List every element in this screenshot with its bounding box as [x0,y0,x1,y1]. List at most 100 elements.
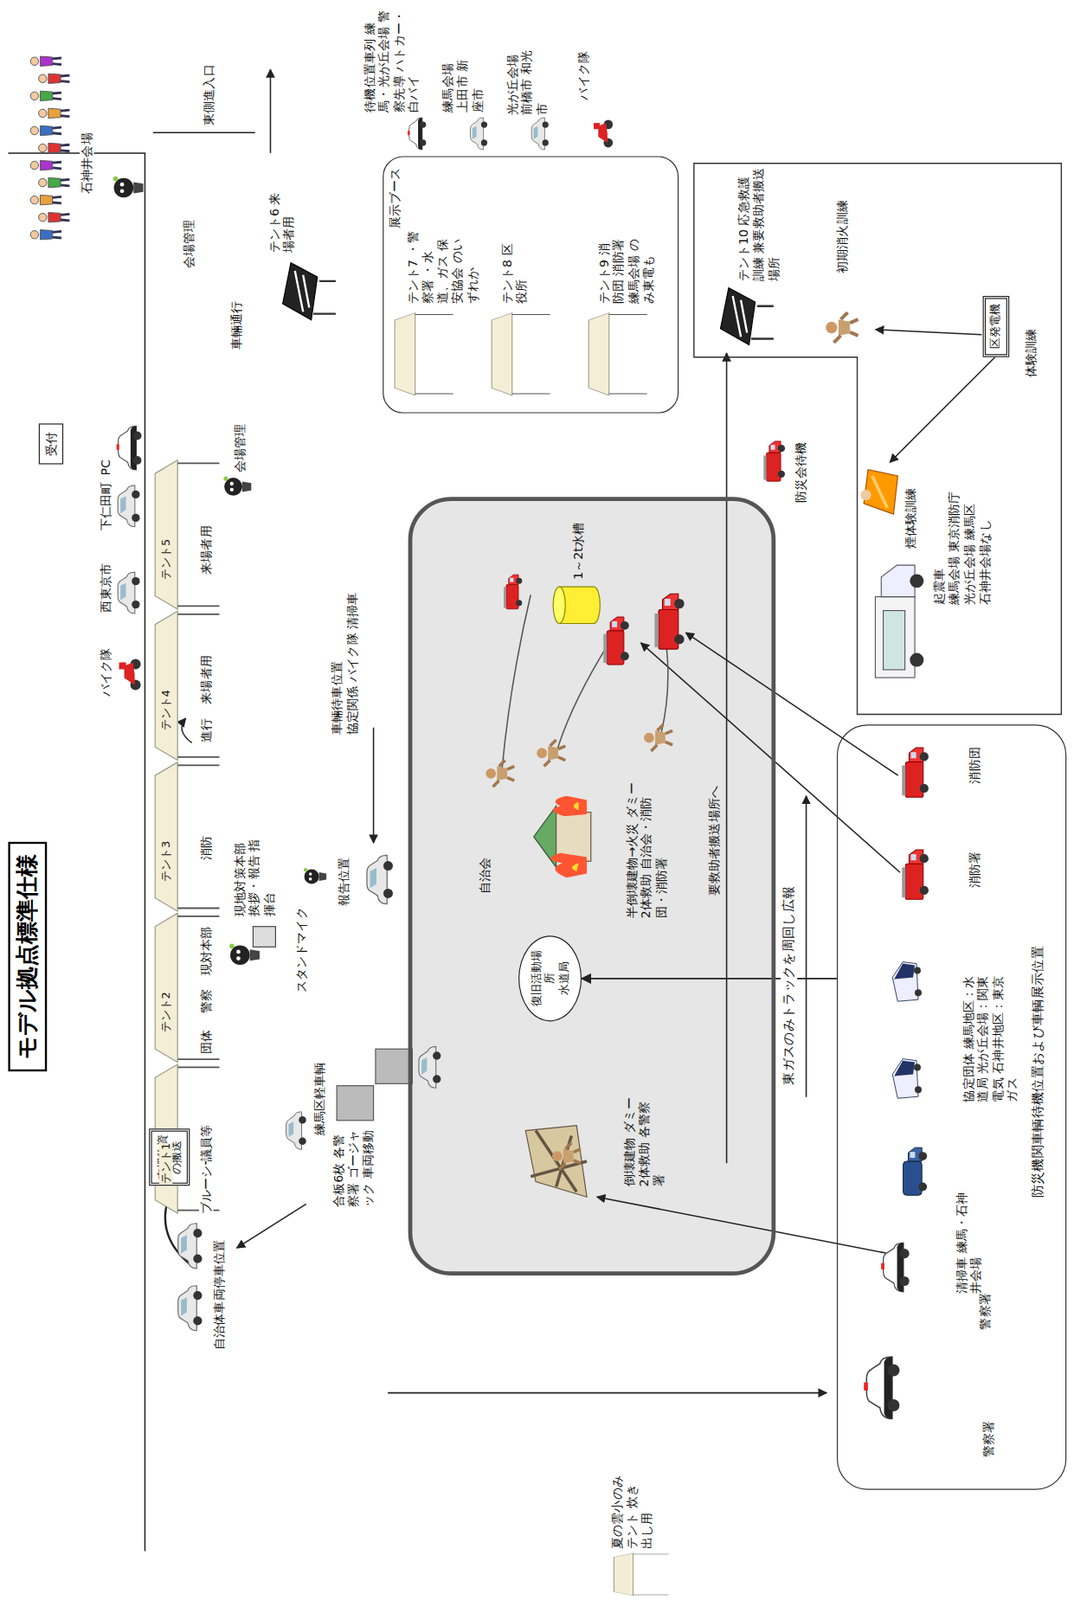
annotation: 下仁田町 [98,482,114,532]
annotation: 練馬区軽車輌 [312,1062,328,1137]
annotation: テント6 来場者用 [267,192,297,254]
annotation: 警察署 [977,1292,993,1330]
illustration-part [154,762,219,912]
annotation: 初期消火訓練 [835,199,850,274]
illustration-part [875,329,983,335]
annotation: テント9 消防団 消防署 練馬会場 のみ東電も [597,234,656,304]
illustration-part [154,460,219,610]
illustration-part [237,1203,307,1248]
illustration-part [874,565,924,678]
illustration-part [407,117,426,150]
illustration-part [113,117,929,1596]
annotation: テント2 [159,991,174,1033]
illustration-part [892,1059,922,1100]
annotation: 自治体車両停車位置 [212,1240,227,1351]
illustration-part [503,574,522,610]
illustration-part [303,868,327,884]
ellipse-node: 復旧活動場所水道局 [518,935,582,1022]
illustration-part [469,117,488,150]
illustration-part [30,194,62,205]
illustration-part [336,1086,374,1121]
annotation: 消防署 [967,850,983,888]
node-text: 自治会 [477,857,493,894]
node-text: 防災機関車輌待機位置および車輌展示位置 [1029,945,1046,1198]
illustration-part [30,160,62,170]
annotation: テント3 [159,841,174,882]
illustration-part [536,739,566,767]
illustration-part [892,962,922,1003]
illustration-part [286,1112,307,1150]
node-subtext: 水道局 [556,961,571,996]
illustration-part [491,313,551,396]
illustration-part [641,643,901,873]
node-text: 体験訓練 [1023,328,1039,379]
illustration-part [825,312,858,343]
annotation: 防災会待機 [793,442,809,504]
illustration-part [154,913,219,1062]
annotation: 協定団体 練馬地区：水道局 光が丘会場：関東電気 石神井地区：東京ガス [961,969,1021,1102]
illustration-part [7,153,145,1552]
illustration-part [763,441,785,482]
illustration-part [531,117,549,150]
illustration-part [394,313,454,396]
illustration-part [375,1048,412,1084]
illustration-part [223,475,251,496]
illustration-part [38,73,71,84]
annotation: 来場者用 [199,655,214,705]
illustration-part [30,56,70,240]
illustration-part [881,1242,909,1292]
connector-arrow [581,977,837,980]
label-box: 区発電機 [983,295,1010,358]
illustration-part [373,727,375,843]
illustration-part [720,288,774,346]
annotation: テント8 区役所 [500,243,530,305]
illustration-part [805,796,808,1098]
annotation: 現地対策本部 挨拶・報告 指揮台 [232,836,277,917]
panel-outline-shape [694,163,1062,715]
annotation: 光が丘会場 前橋市 和光市 [505,50,550,116]
annotation: PC [98,459,114,476]
annotation: 合板6枚 各警察署 ゴージャック 車両移動 [331,1127,376,1208]
illustration-part [282,263,336,321]
node-text: 区発電機 [989,303,1004,349]
illustration-part [901,747,929,798]
annotation: 石神井会場なし [977,519,993,605]
illustration-part [643,724,673,752]
illustration-part [30,90,62,101]
annotation: テント7 ・警察署 ・水道、ガス 保安協会 のいずれか [405,228,480,304]
illustration-part [117,572,140,614]
annotation: 警察署 [981,1420,997,1457]
illustration-part [408,496,777,1276]
annotation: 消防団 [967,746,983,784]
illustration-part [153,132,256,135]
illustration-part [113,176,144,199]
annotation: 半倒壊建物→火災 ダミー2体救助 自治会・消防団・消防署 [624,780,669,919]
illustration-part [863,1356,900,1420]
annotation: 練馬会場 東京消防庁 [946,490,962,605]
illustration-part [525,1125,587,1198]
illustration-part [30,125,62,136]
annotation: バイク隊 [98,648,114,698]
annotation: 進行 [199,718,214,743]
annotation: 現対本部 [199,926,214,977]
illustration-part [614,1553,669,1596]
illustration-part [387,1392,827,1395]
illustration-part [252,926,276,948]
illustration-part [553,586,600,624]
illustration-part [38,142,71,153]
illustration-part [485,760,515,788]
annotation: 要救助者搬送場所へ [707,785,722,896]
illustration-part [30,230,62,240]
illustration-part [366,855,393,904]
label-box: 受付 [38,423,64,464]
illustration-part [685,632,898,776]
illustration-part [181,718,193,743]
illustration-part [588,313,648,396]
annotation: 石神井会場 [79,132,95,194]
title: モデル拠点標準仕様 [7,842,47,1072]
illustration-part [178,1286,203,1332]
annotation: テント4 [159,689,174,731]
illustration-part [7,69,995,1551]
node-text: 展示ブース [387,167,403,229]
